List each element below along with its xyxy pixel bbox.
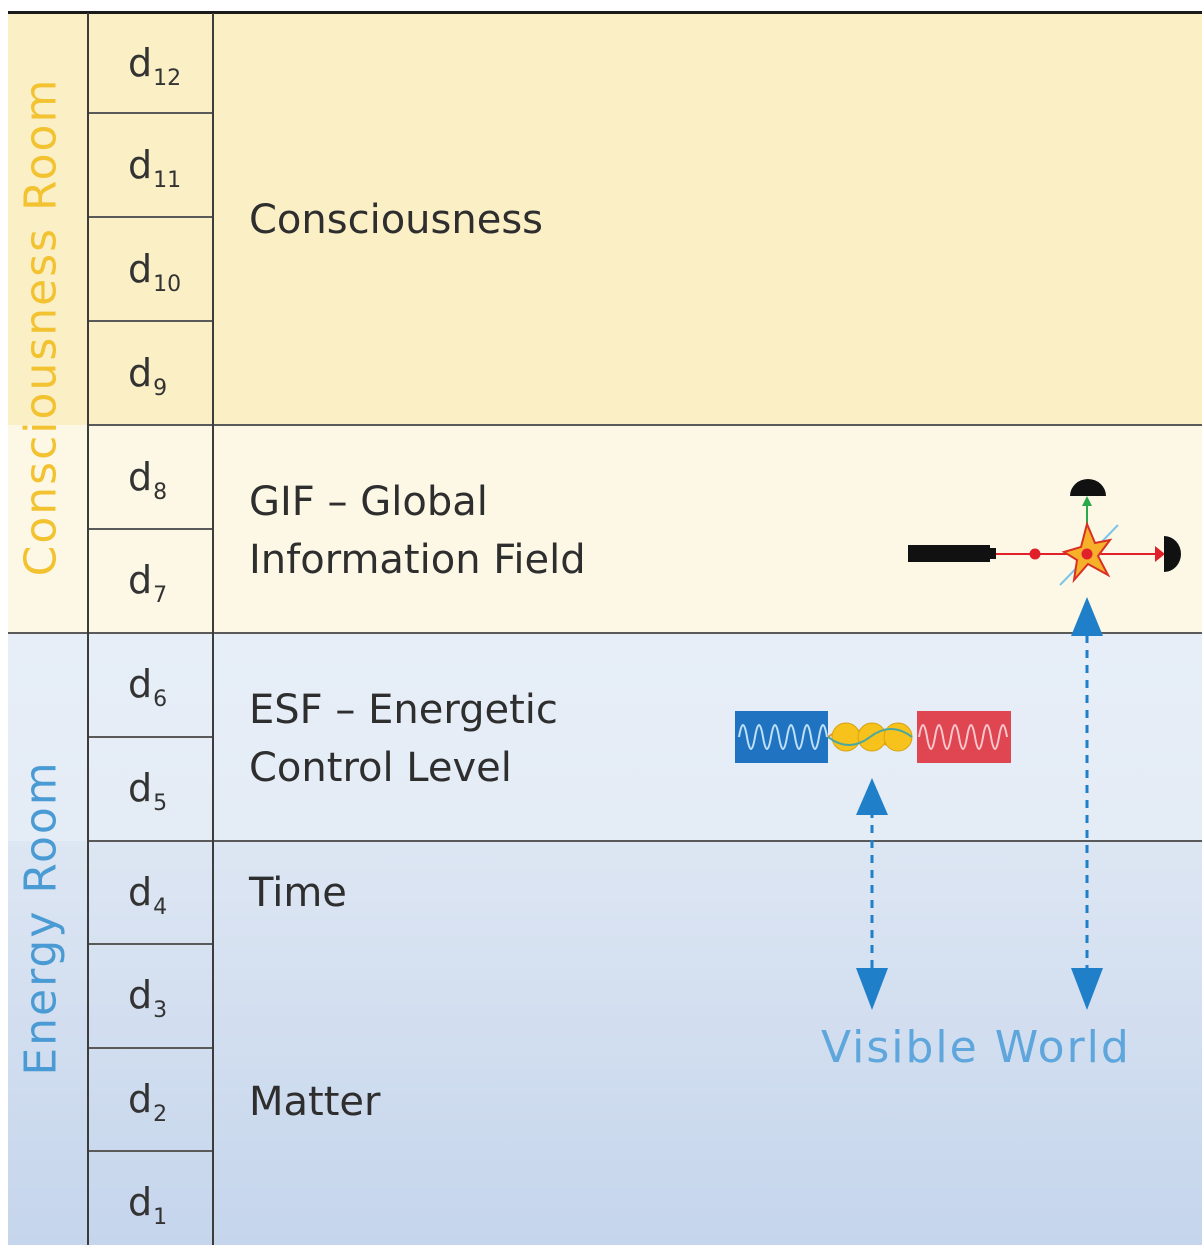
level-divider (88, 424, 1202, 426)
level-time: Time (249, 870, 347, 916)
level-esf-line1: ESF – Energetic (249, 687, 558, 733)
dimension-d2: d2 (128, 1077, 168, 1127)
dimension-d5: d5 (128, 766, 168, 816)
column-divider (212, 13, 214, 1245)
row-divider (88, 1047, 213, 1049)
dimension-d7: d7 (128, 558, 168, 608)
dimension-d4: d4 (128, 870, 168, 920)
row-divider (88, 320, 213, 322)
double-arrow-icon (856, 778, 888, 1010)
level-esf-line2: Control Level (249, 745, 512, 791)
visible-world-label: Visible World (821, 1022, 1131, 1073)
level-divider (88, 840, 1202, 842)
room-divider (8, 632, 1202, 634)
dimension-d12: d12 (128, 41, 182, 91)
dimension-d10: d10 (128, 247, 182, 297)
dimension-d8: d8 (128, 455, 168, 505)
wave-particle-icon (735, 711, 1011, 763)
dimension-d11: d11 (128, 143, 182, 193)
dimension-d9: d9 (128, 351, 168, 401)
row-divider (88, 736, 213, 738)
row-divider (88, 216, 213, 218)
top-border (8, 11, 1202, 14)
dimension-d6: d6 (128, 662, 168, 712)
column-divider (87, 13, 89, 1245)
level-consciousness: Consciousness (249, 197, 544, 243)
row-divider (88, 112, 213, 114)
double-arrow-icon (1071, 597, 1103, 1010)
row-divider (88, 528, 213, 530)
time-matter-band (8, 841, 1202, 1245)
dimension-d3: d3 (128, 973, 168, 1023)
level-matter: Matter (249, 1079, 381, 1125)
dimension-d1: d1 (128, 1180, 168, 1230)
level-gif-line1: GIF – Global (249, 479, 488, 525)
level-gif-line2: Information Field (249, 537, 586, 583)
row-divider (88, 943, 213, 945)
row-divider (88, 1150, 213, 1152)
interferometer-icon (908, 479, 1181, 586)
consciousness-band (8, 14, 1202, 425)
